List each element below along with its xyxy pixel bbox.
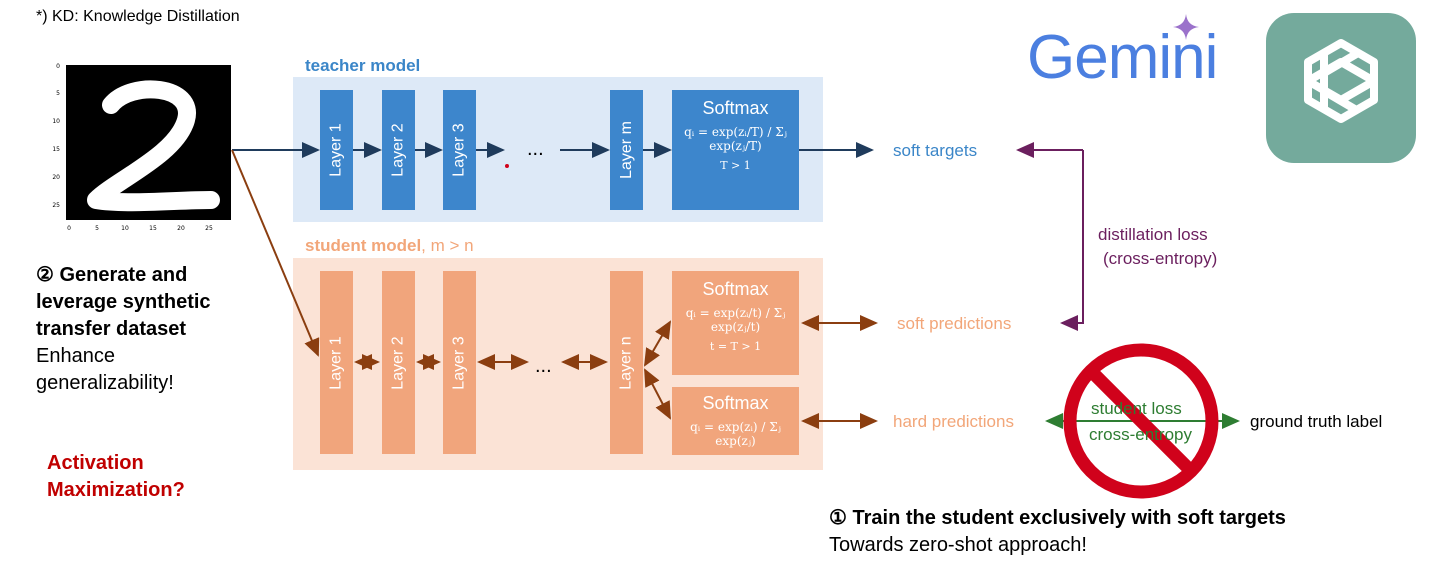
teacher-model-label: teacher model [305, 56, 421, 75]
left-line-5: generalizability! [36, 372, 174, 394]
y-tick: 15 [52, 146, 60, 153]
arrow-student-ln-softmax2 [644, 368, 671, 420]
prohibit-icon [1063, 343, 1219, 499]
y-tick: 10 [52, 118, 60, 125]
student-layer-1: Layer 1 [320, 271, 353, 454]
activation-maximization-note: Activation Maximization? [47, 450, 185, 504]
left-line-1: ② Generate and [36, 264, 188, 286]
student-layer-n: Layer n [610, 271, 643, 454]
teacher-softmax-box: Softmax qᵢ = exp(zᵢ/T) / Σⱼ exp(zⱼ/T) T … [672, 90, 799, 210]
x-tick: 20 [177, 225, 185, 232]
arrow-student-ln-softmax1 [643, 320, 672, 367]
student-softmax-soft-title: Softmax [702, 279, 769, 299]
soft-targets-label: soft targets [893, 141, 978, 160]
arrow-input-student [231, 149, 320, 357]
teacher-softmax-condition: T > 1 [720, 159, 751, 172]
student-softmax-soft-condition: t = T > 1 [709, 340, 762, 353]
student-model-label: student model, m > n [305, 236, 474, 256]
red-dot [505, 164, 509, 168]
student-softmax-hard-equation: qᵢ = exp(zᵢ) / Σⱼ exp(zⱼ) [690, 420, 781, 448]
student-layer-2: Layer 2 [382, 271, 415, 454]
y-tick: 20 [52, 174, 60, 181]
soft-predictions-label: soft predictions [897, 314, 1012, 333]
bottom-line-1: ① Train the student exclusively with sof… [829, 507, 1286, 529]
left-line-4: Enhance [36, 345, 115, 367]
distillation-loss-label: distillation loss [1098, 225, 1208, 244]
footnote: *) KD: Knowledge Distillation [36, 8, 240, 25]
y-tick: 25 [52, 202, 60, 209]
x-tick: 5 [95, 225, 99, 232]
left-panel-text: ② Generate and leverage synthetic transf… [36, 262, 211, 397]
x-tick: 10 [121, 225, 129, 232]
teacher-layer-m: Layer m [610, 90, 643, 210]
teacher-ellipsis: ... [527, 138, 544, 160]
student-softmax-soft-box: Softmax qᵢ = exp(zᵢ/t) / Σⱼ exp(zⱼ/t) t … [672, 271, 799, 375]
student-softmax-hard-title: Softmax [702, 393, 769, 413]
distillation-loss-sub: (cross-entropy) [1103, 249, 1218, 268]
arrow-distill-to-soft-pred [1060, 150, 1084, 331]
student-model-condition: , m > n [421, 236, 474, 255]
x-tick: 15 [149, 225, 157, 232]
y-tick: 5 [56, 90, 60, 97]
teacher-layer-3: Layer 3 [443, 90, 476, 210]
teacher-layer-2: Layer 2 [382, 90, 415, 210]
student-layer-3: Layer 3 [443, 271, 476, 454]
ground-truth-label: ground truth label [1250, 412, 1383, 431]
x-tick: 25 [205, 225, 213, 232]
left-line-2: leverage synthetic [36, 291, 211, 313]
x-tick: 0 [67, 225, 71, 232]
student-loss-label: student loss [1091, 399, 1182, 418]
mnist-digit-image: 0 5 10 15 20 25 0 5 10 15 20 25 [52, 63, 231, 232]
left-line-3: transfer dataset [36, 318, 187, 340]
teacher-softmax-equation: qᵢ = exp(zᵢ/T) / Σⱼ exp(zⱼ/T) [684, 125, 787, 153]
student-softmax-soft-equation: qᵢ = exp(zᵢ/t) / Σⱼ exp(zⱼ/t) [685, 306, 786, 334]
student-loss-sub: cross-entropy [1089, 425, 1192, 444]
teacher-layer-1: Layer 1 [320, 90, 353, 210]
teacher-softmax-title: Softmax [702, 98, 769, 118]
student-model-title: student model [305, 236, 422, 255]
student-softmax-hard-box: Softmax qᵢ = exp(zᵢ) / Σⱼ exp(zⱼ) [672, 387, 799, 455]
y-tick: 0 [56, 63, 60, 70]
bottom-text: ① Train the student exclusively with sof… [829, 505, 1286, 559]
openai-logo [1266, 13, 1416, 163]
student-ellipsis: ... [535, 355, 552, 377]
hard-predictions-label: hard predictions [893, 412, 1014, 431]
red-line-1: Activation [47, 452, 144, 474]
bottom-line-2: Towards zero-shot approach! [829, 534, 1087, 556]
red-line-2: Maximization? [47, 479, 185, 501]
gemini-sparkle-icon [1173, 14, 1199, 40]
openai-knot-icon [1304, 39, 1378, 123]
